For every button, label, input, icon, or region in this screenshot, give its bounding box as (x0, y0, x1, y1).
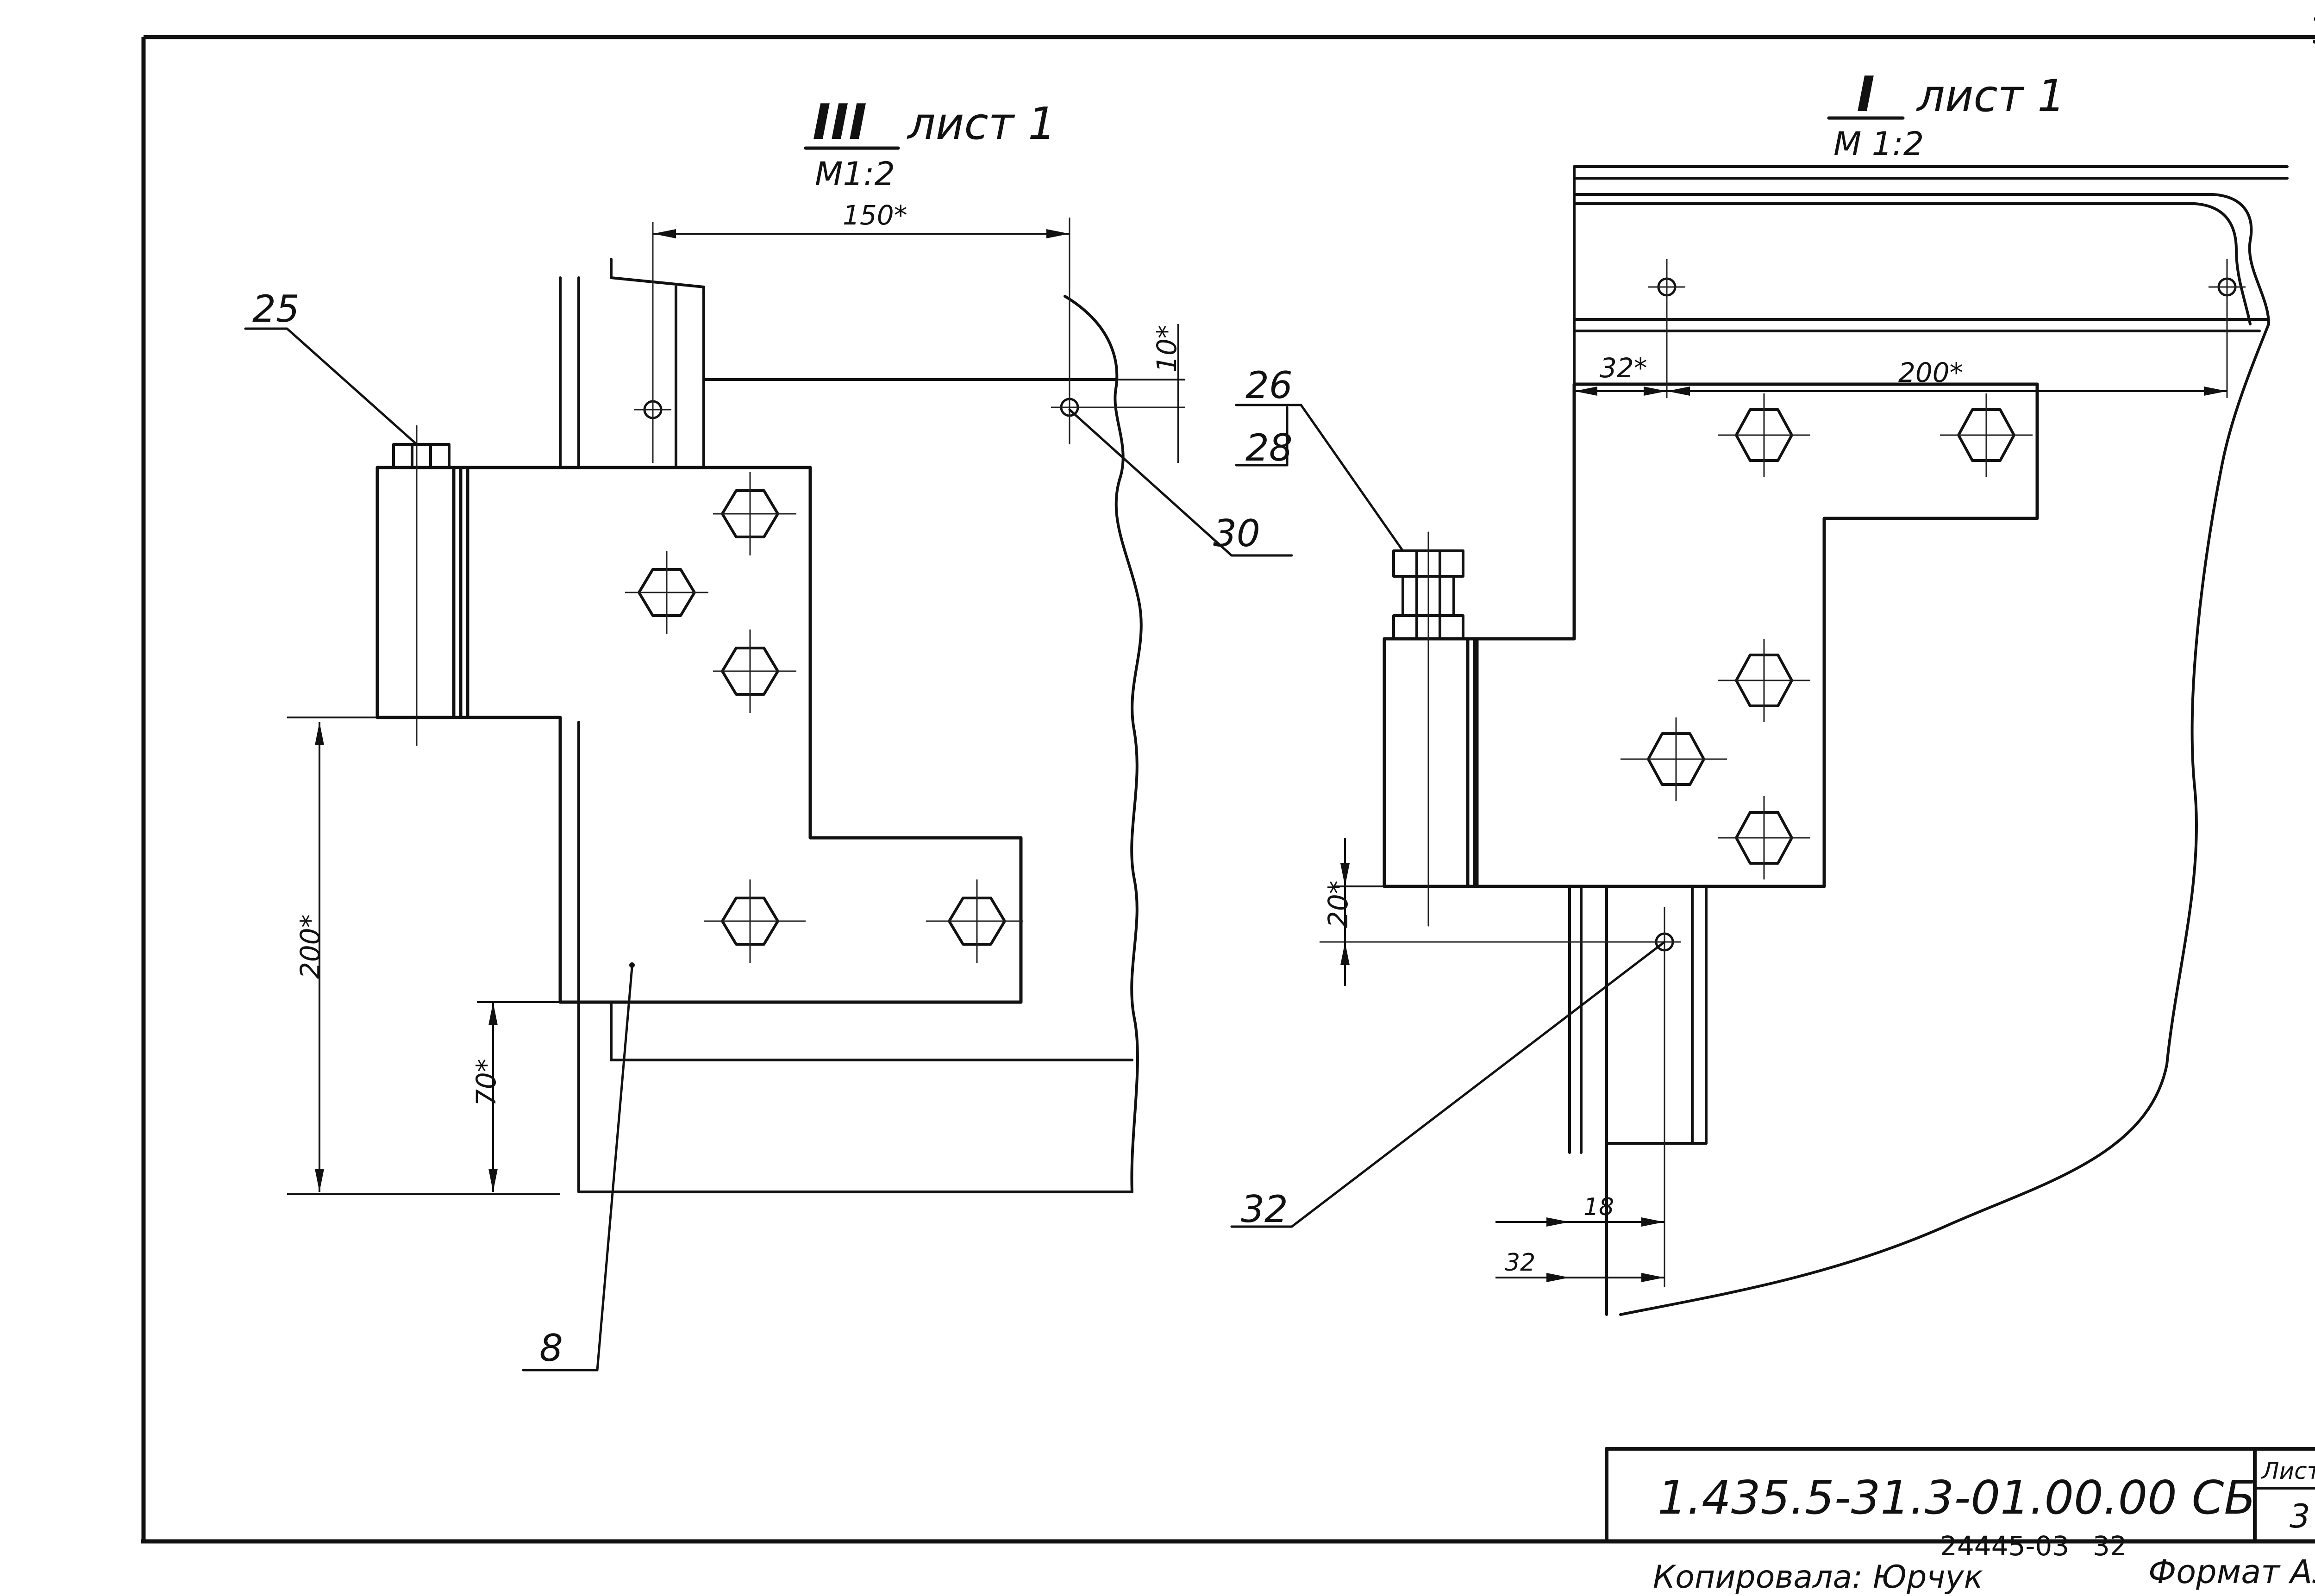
view-i-bolt-26 (1392, 531, 1464, 927)
hex-bolt-icon (704, 879, 806, 963)
dim-20: 20* (1322, 880, 1354, 928)
view-iii-hex-bolts (625, 472, 1023, 963)
view-i-hex-bolts (1620, 393, 2033, 879)
view-iii-callouts: 25 30 8 (244, 287, 1293, 1372)
view-iii-numeral: III (813, 94, 867, 150)
page-number: 31 (2310, 10, 2315, 53)
view-i-channel (1568, 885, 1708, 1316)
dim-200-left: 200* (294, 914, 326, 979)
footer: Копировала: Юрчук 24445-03 32 Формат А3 (1653, 1530, 2315, 1596)
view-i-scale: М 1:2 (1833, 125, 1924, 163)
callout-32: 32 (1241, 1188, 1288, 1231)
view-i-holes (1320, 259, 2246, 1287)
view-i-top-beam (1573, 165, 2289, 640)
callout-30: 30 (1213, 512, 1260, 555)
view-iii-scale: М1:2 (815, 155, 895, 193)
dim-32-bottom: 32 (1505, 1249, 1535, 1277)
view-iii-sheet-ref: лист 1 (907, 99, 1056, 150)
hex-bolt-icon (1940, 393, 2033, 477)
view-i-sheet-ref: лист 1 (1916, 71, 2065, 122)
dim-10: 10* (1151, 325, 1183, 373)
footer-copied-by: Копировала: Юрчук (1653, 1559, 1983, 1596)
view-iii-break-line (1064, 295, 1143, 1193)
hex-bolt-icon (926, 879, 1023, 963)
hex-bolt-icon (1718, 796, 1810, 879)
view-i-break-line (1619, 323, 2270, 1316)
hex-bolt-icon (713, 472, 796, 555)
title-block-sheet-number: 3 (2290, 1497, 2310, 1535)
dim-18: 18 (1583, 1193, 1614, 1221)
view-iii-main-plate (466, 466, 1023, 1004)
view-i: I лист 1 М 1:2 (1230, 66, 2289, 1316)
hex-bolt-icon (1718, 393, 1810, 477)
footer-doc-page: 32 (2093, 1530, 2127, 1562)
title-block-designation: 1.435.5-31.3-01.00.00 СБ (1658, 1471, 2256, 1525)
callout-28: 28 (1245, 426, 1293, 469)
callout-8: 8 (539, 1327, 563, 1370)
footer-doc-number: 24445-03 (1940, 1530, 2069, 1562)
view-iii-dimensions: 150* 10* 200* 70* (287, 200, 1185, 1195)
view-i-side-block (1383, 637, 1479, 888)
dim-70: 70* (470, 1059, 502, 1106)
view-i-callouts: 26 28 32 (1230, 364, 1666, 1231)
title-block: 1.435.5-31.3-01.00.00 СБ Лист 3 (1605, 1447, 2315, 1543)
view-iii-holes (634, 218, 1185, 463)
view-iii-side-block (375, 466, 469, 719)
hex-bolt-icon (625, 551, 708, 634)
title-block-sheet-label: Лист (2261, 1458, 2315, 1484)
footer-format: Формат А3 (2148, 1553, 2315, 1591)
callout-26: 26 (1245, 364, 1293, 407)
view-iii-title: III лист 1 М1:2 (804, 94, 1056, 193)
view-iii-channel (559, 258, 1133, 1193)
view-i-main-plate (1475, 382, 2039, 888)
hex-bolt-icon (1620, 717, 1727, 801)
view-i-numeral: I (1857, 66, 1875, 123)
dim-200-top: 200* (1898, 357, 1963, 388)
dim-32-top: 32* (1600, 352, 1647, 384)
hex-bolt-icon (1718, 639, 1810, 722)
drawing-frame (141, 35, 2315, 1544)
hex-bolt-icon (713, 630, 796, 713)
view-i-dimensions: 32* 200* 20* 18 32 (1322, 352, 2227, 1282)
dim-150: 150* (843, 200, 907, 231)
callout-25: 25 (252, 287, 300, 330)
view-i-title: I лист 1 М 1:2 (1827, 66, 2065, 163)
view-iii-bolt-25 (392, 425, 450, 746)
view-iii: III лист 1 М1:2 (244, 94, 1293, 1372)
